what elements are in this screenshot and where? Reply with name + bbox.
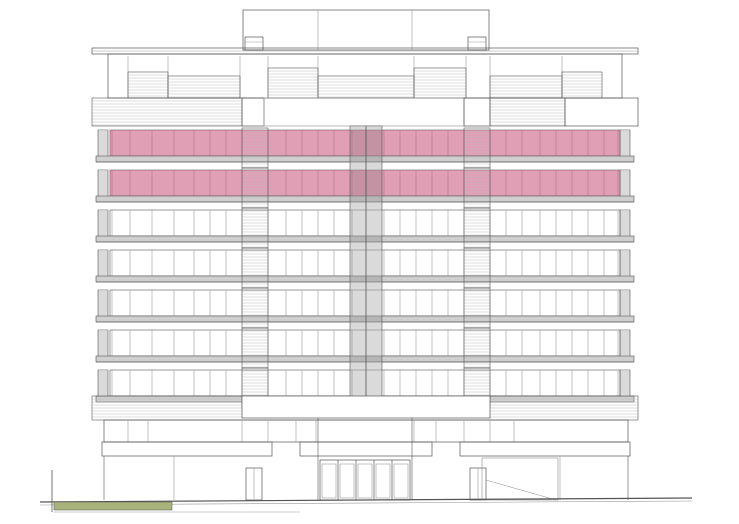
floor-side-louver-left bbox=[97, 169, 109, 197]
garage-opening bbox=[481, 457, 559, 501]
core-louver-right bbox=[463, 247, 491, 289]
balcony-slab bbox=[95, 355, 635, 363]
floor-side-louver-right bbox=[619, 129, 631, 157]
floor-side-louver-left bbox=[97, 329, 109, 357]
floor-side-louver-left bbox=[97, 289, 109, 317]
ground-canopy-band bbox=[103, 419, 629, 443]
ground-canopy-right bbox=[459, 441, 631, 457]
parapet-band-left bbox=[91, 97, 243, 127]
top-floor-louver-midleft-frame bbox=[167, 75, 241, 99]
floor-side-louver-right bbox=[619, 329, 631, 357]
core-louver-left bbox=[241, 327, 269, 369]
balcony-slab bbox=[95, 195, 635, 203]
top-floor-louver-center bbox=[317, 75, 415, 99]
floor-side-louver-left bbox=[97, 129, 109, 157]
top-floor-louver-right-frame bbox=[561, 71, 603, 99]
top-floor-louver-center-frame bbox=[317, 75, 415, 99]
balcony-slab bbox=[95, 315, 635, 323]
core-louver-left bbox=[241, 287, 269, 329]
roof-penthouse bbox=[242, 9, 490, 51]
core-louver-right bbox=[463, 287, 491, 329]
floor-side-louver-right bbox=[619, 369, 631, 397]
highlighted-floor-band bbox=[110, 130, 620, 156]
top-floor-louver-center-left bbox=[267, 67, 319, 99]
ground-canopy-center bbox=[299, 441, 433, 457]
core-louver-right bbox=[463, 127, 491, 169]
floor-side-louver-left bbox=[97, 369, 109, 397]
floor-1 bbox=[95, 127, 635, 169]
floor-side-louver-right bbox=[619, 289, 631, 317]
floor-side-louver-right bbox=[619, 249, 631, 277]
highlighted-floor-band bbox=[110, 170, 620, 196]
parapet-band-center bbox=[263, 97, 465, 127]
entrance-door-leaf-1 bbox=[339, 463, 355, 499]
roof-vent-left bbox=[244, 36, 264, 51]
entrance-door-leaf-3 bbox=[375, 463, 391, 499]
site-planting bbox=[53, 501, 173, 511]
balcony-slab bbox=[95, 155, 635, 163]
floor-side-louver-left bbox=[97, 209, 109, 237]
top-floor-louver-left bbox=[127, 71, 169, 99]
parapet-band-core-right bbox=[463, 97, 491, 127]
ground-line bbox=[39, 497, 693, 503]
roof-vent-right bbox=[467, 36, 487, 51]
floor-side-louver-right bbox=[619, 209, 631, 237]
core-louver-right bbox=[463, 167, 491, 209]
core-louver-left bbox=[241, 127, 269, 169]
garage-ramp-line bbox=[485, 479, 557, 501]
entrance-door-leaf-2 bbox=[357, 463, 373, 499]
parapet-band-core-left bbox=[241, 97, 265, 127]
entrance-door-leaf-4 bbox=[393, 463, 409, 499]
top-floor-louver-right bbox=[561, 71, 603, 99]
top-floor-louver-left-frame bbox=[127, 71, 169, 99]
balcony-slab bbox=[95, 275, 635, 283]
top-floor-louver-center-right bbox=[413, 67, 467, 99]
top-floor-louver-midright-frame bbox=[489, 75, 563, 99]
parapet-band-far-right bbox=[564, 97, 639, 127]
podium-band-center bbox=[241, 395, 491, 419]
top-floor-louver-midright bbox=[489, 75, 563, 99]
entrance-door-leaf-0 bbox=[321, 463, 337, 499]
ground-canopy-left bbox=[101, 441, 273, 457]
parapet-band-right bbox=[489, 97, 566, 127]
floor-side-louver-left bbox=[97, 249, 109, 277]
balcony-slab bbox=[95, 235, 635, 243]
main-entrance-frame bbox=[319, 459, 411, 501]
floor-side-louver-right bbox=[619, 169, 631, 197]
top-floor-louver-midleft bbox=[167, 75, 241, 99]
